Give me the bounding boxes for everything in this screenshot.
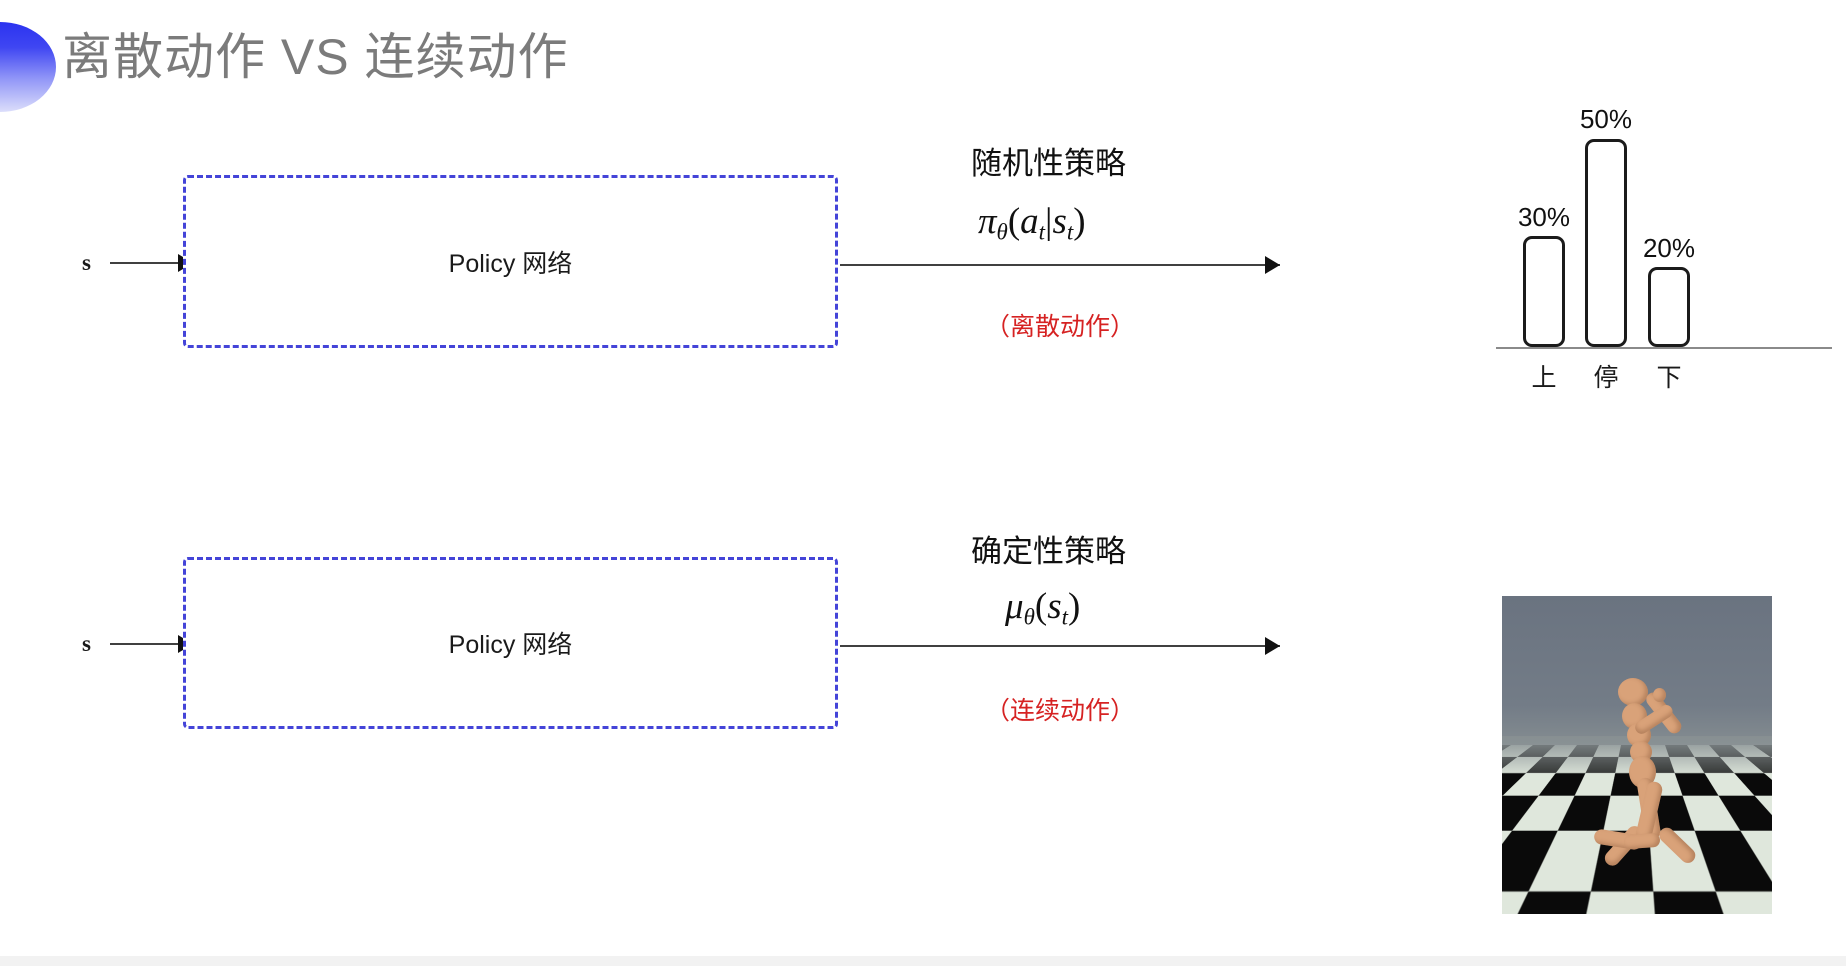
bar-上 (1523, 236, 1565, 347)
input-arrow-line-row2 (110, 643, 182, 645)
formula-sub1-row2: t (1061, 604, 1068, 630)
humanoid-right-foot (1623, 832, 1661, 850)
formula-arg1-row2: s (1047, 586, 1062, 627)
policy-kind-row2: 确定性策略 (971, 534, 1126, 569)
output-arrow-line-row2 (840, 645, 1280, 647)
policy-network-label-row1: Policy 网络 (448, 249, 573, 278)
formula-close-row2: ) (1067, 586, 1081, 627)
bar-下 (1648, 267, 1690, 347)
bottom-chrome-bar (0, 956, 1846, 966)
discrete-action-bar-chart: 30% 上 50% 停 20% 下 (1496, 96, 1846, 396)
bar-category-下: 下 (1656, 364, 1682, 392)
chart-baseline (1496, 347, 1832, 349)
action-type-row1: （离散动作） (985, 313, 1136, 341)
humanoid-head (1618, 678, 1648, 706)
bar-停 (1585, 139, 1627, 347)
formula-fn-row2: μ (1005, 586, 1024, 627)
formula-sub2-row1: t (1066, 219, 1074, 245)
bar-value-下: 20% (1642, 233, 1696, 263)
bar-category-上: 上 (1531, 364, 1557, 392)
policy-kind-row1: 随机性策略 (971, 146, 1126, 181)
formula-close-row1: ) (1073, 201, 1086, 242)
policy-network-label-row2: Policy 网络 (448, 631, 573, 659)
formula-arg2-row1: s (1052, 201, 1067, 242)
policy-formula-row1: πθ(at|st) (978, 200, 1086, 245)
decorative-half-circle (0, 22, 56, 112)
input-arrow-line-row1 (110, 262, 182, 264)
formula-sub1-row1: t (1038, 219, 1046, 245)
bar-value-上: 30% (1517, 202, 1571, 232)
state-label-row1: s (82, 250, 91, 275)
policy-network-box-row2[interactable]: Policy 网络 (183, 557, 838, 729)
humanoid-simulation-image (1502, 596, 1772, 914)
formula-open-row2: ( (1034, 586, 1048, 627)
output-arrow-head-row2 (1265, 637, 1280, 655)
page-title: 离散动作 VS 连续动作 (62, 29, 569, 85)
output-arrow-head-row1 (1265, 256, 1280, 274)
formula-open-row1: ( (1007, 201, 1021, 242)
bar-value-停: 50% (1579, 104, 1633, 134)
policy-network-box-row1[interactable]: Policy 网络 (183, 175, 838, 348)
action-type-row2: （连续动作） (985, 697, 1136, 725)
humanoid-hand (1653, 688, 1666, 702)
formula-subfn-row1: θ (996, 219, 1008, 245)
state-label-row2: s (82, 631, 91, 656)
bar-category-停: 停 (1593, 364, 1619, 392)
policy-formula-row2: μθ(st) (1005, 585, 1080, 630)
formula-arg1-row1: a (1020, 201, 1039, 242)
formula-fn-row1: π (978, 201, 997, 242)
output-arrow-line-row1 (840, 264, 1280, 266)
formula-subfn-row2: θ (1023, 604, 1035, 630)
formula-bar-row1: | (1045, 201, 1053, 242)
